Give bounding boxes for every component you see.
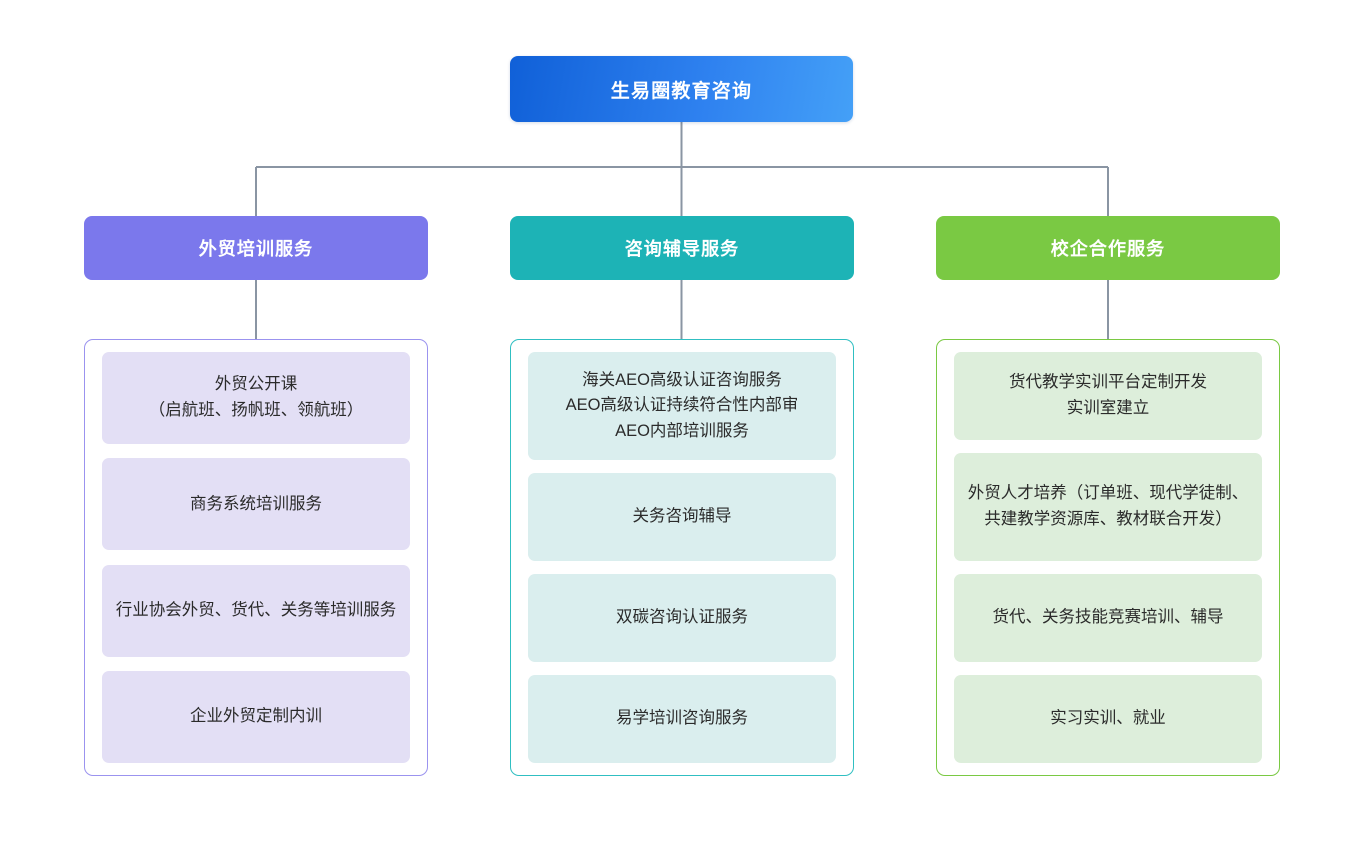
branch-header-consulting[interactable]: 咨询辅导服务 xyxy=(510,216,854,280)
branch-column-school-enterprise: 校企合作服务 货代教学实训平台定制开发 实训室建立 外贸人才培养（订单班、现代学… xyxy=(936,216,1280,776)
service-card[interactable]: 外贸公开课 （启航班、扬帆班、领航班） xyxy=(102,352,410,444)
branch-column-consulting: 咨询辅导服务 海关AEO高级认证咨询服务 AEO高级认证持续符合性内部审 AEO… xyxy=(510,216,854,776)
branch-body-training: 外贸公开课 （启航班、扬帆班、领航班） 商务系统培训服务 行业协会外贸、货代、关… xyxy=(84,339,428,776)
service-card[interactable]: 企业外贸定制内训 xyxy=(102,670,410,763)
root-node-label: 生易圈教育咨询 xyxy=(610,80,753,102)
service-card[interactable]: 关务咨询辅导 xyxy=(528,473,836,561)
branch-header-school-enterprise[interactable]: 校企合作服务 xyxy=(936,216,1280,280)
branch-header-label: 咨询辅导服务 xyxy=(624,239,740,259)
branch-header-label: 外贸培训服务 xyxy=(198,239,314,259)
service-card[interactable]: 外贸人才培养（订单班、现代学徒制、共建教学资源库、教材联合开发） xyxy=(954,453,1262,561)
branch-body-consulting: 海关AEO高级认证咨询服务 AEO高级认证持续符合性内部审 AEO内部培训服务 … xyxy=(510,339,854,776)
service-card[interactable]: 易学培训咨询服务 xyxy=(528,675,836,763)
branch-header-training[interactable]: 外贸培训服务 xyxy=(84,216,428,280)
branch-header-label: 校企合作服务 xyxy=(1050,239,1166,259)
service-card[interactable]: 实习实训、就业 xyxy=(954,675,1262,763)
branch-body-school-enterprise: 货代教学实训平台定制开发 实训室建立 外贸人才培养（订单班、现代学徒制、共建教学… xyxy=(936,339,1280,776)
service-card[interactable]: 货代教学实训平台定制开发 实训室建立 xyxy=(954,352,1262,440)
service-card[interactable]: 海关AEO高级认证咨询服务 AEO高级认证持续符合性内部审 AEO内部培训服务 xyxy=(528,352,836,460)
service-card[interactable]: 货代、关务技能竞赛培训、辅导 xyxy=(954,574,1262,662)
root-node[interactable]: 生易圈教育咨询 xyxy=(510,56,853,122)
service-card[interactable]: 商务系统培训服务 xyxy=(102,458,410,551)
branch-column-training: 外贸培训服务 外贸公开课 （启航班、扬帆班、领航班） 商务系统培训服务 行业协会… xyxy=(84,216,428,776)
service-card[interactable]: 行业协会外贸、货代、关务等培训服务 xyxy=(102,564,410,657)
service-card[interactable]: 双碳咨询认证服务 xyxy=(528,574,836,662)
